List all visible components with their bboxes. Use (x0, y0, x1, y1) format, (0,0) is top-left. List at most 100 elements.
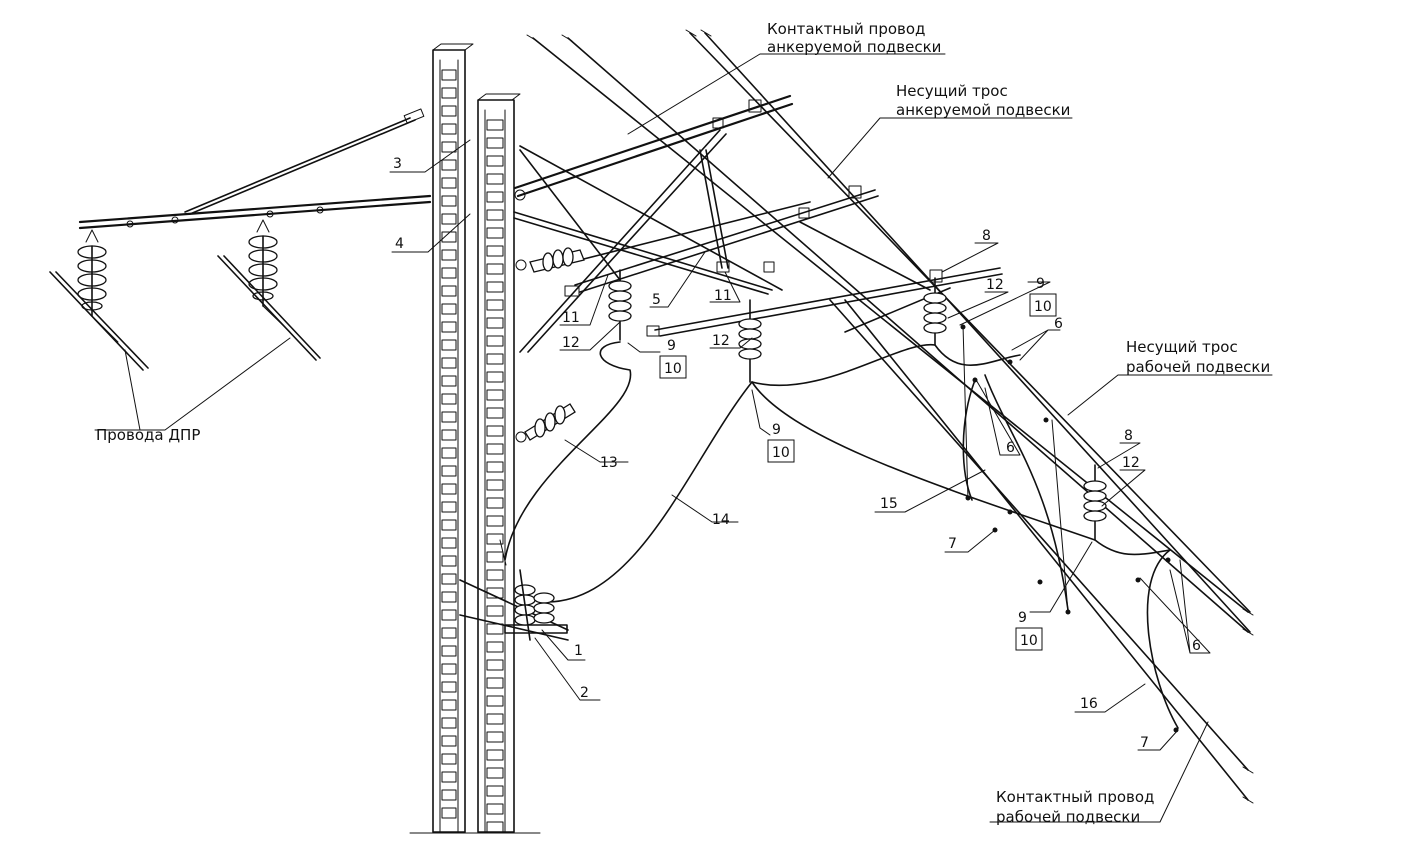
pole-lattice-cell (441, 87, 457, 99)
label-dpr-wires: Провода ДПР (96, 426, 200, 444)
callout-1: 1 (574, 643, 583, 659)
callout-3: 3 (393, 156, 402, 172)
pole-lattice-cell (441, 591, 457, 603)
pole-lattice-cell (441, 717, 457, 729)
messenger-working-line (829, 299, 1249, 771)
dpr-wires (49, 255, 321, 371)
wire-end-ticks (526, 29, 1254, 804)
pole-lattice-cell (441, 771, 457, 783)
callout-11: 11 (562, 310, 580, 326)
pole-lattice-cell (486, 335, 504, 347)
pole-lattice-cell (441, 231, 457, 243)
callout-15: 15 (880, 496, 898, 512)
contact-wire-anchored-line (532, 37, 1249, 613)
pole-lattice-cell (441, 735, 457, 747)
callout-boxes-10 (659, 293, 1057, 651)
pole-lattice-cell (441, 483, 457, 495)
pole-lattice-cell (486, 155, 504, 167)
messenger-anchored-line-2 (704, 32, 1251, 633)
suspension-insulator-3 (923, 277, 947, 346)
pole-lattice-cell (441, 141, 457, 153)
jumper-loops (504, 341, 1179, 729)
label-messenger-anchored-line2: анкеруемой подвески (896, 101, 1070, 119)
suspension-insulator-4 (1083, 464, 1107, 541)
callout-12: 12 (986, 277, 1004, 293)
pole-lattice-cell (441, 501, 457, 513)
leader-lines (94, 53, 1273, 823)
pole-lattice-cell (441, 573, 457, 585)
pole-lattice-cell (486, 227, 504, 239)
cantilever-clamps (514, 99, 943, 443)
callout-10: 10 (1034, 299, 1052, 315)
pole-lattice-cell (486, 623, 504, 635)
pole-lattice-cell (486, 461, 504, 473)
callout-10: 10 (664, 361, 682, 377)
callout-16: 16 (1080, 696, 1098, 712)
callout-4: 4 (395, 236, 404, 252)
pole-lattice-cell (441, 303, 457, 315)
pole-lattice-cell (441, 375, 457, 387)
pole-lattice-cell (486, 173, 504, 185)
pole-lattice-cell (486, 371, 504, 383)
pole-lattice-cell (441, 123, 457, 135)
pole-lattice-cell (441, 105, 457, 117)
pole-lattice-cell (441, 645, 457, 657)
callout-11: 11 (714, 288, 732, 304)
label-messenger-working-line2: рабочей подвески (1126, 358, 1270, 376)
pole-lattice-cell (486, 767, 504, 779)
pole-lattice-cell (486, 137, 504, 149)
disconnector-assembly (459, 539, 569, 641)
pole-lattice-cell (441, 681, 457, 693)
callout-10: 10 (1020, 633, 1038, 649)
pole-lattice-cell (441, 447, 457, 459)
pole-lattice-cell (441, 177, 457, 189)
callout-12: 12 (1122, 455, 1140, 471)
pole-lattice-cell (486, 317, 504, 329)
pole-lattice-cell (486, 263, 504, 275)
contact-wire-anchored-line-2 (567, 37, 1249, 633)
callout-9: 9 (1036, 276, 1045, 292)
callout-6: 6 (1192, 638, 1201, 654)
pole-lattice-cell (486, 515, 504, 527)
pole-lattice-cell (441, 555, 457, 567)
pole-lattice-cell (486, 785, 504, 797)
pole-lattice-cell (441, 699, 457, 711)
pole-lattice-cell (441, 267, 457, 279)
pole-lattice-cell (441, 285, 457, 297)
pole-lattice-cell (486, 677, 504, 689)
pole-lattice-cell (486, 803, 504, 815)
pole-lattice-cell (441, 357, 457, 369)
pole-lattice-cell (486, 695, 504, 707)
pole-lattice-cell (441, 339, 457, 351)
callout-9: 9 (772, 422, 781, 438)
callout-2: 2 (580, 685, 589, 701)
strain-insulator-lower (524, 403, 576, 441)
pole-lattice-cell (486, 551, 504, 563)
pole-lattice-cell (441, 609, 457, 621)
label-contact-wire-anchored-line1: Контактный провод (767, 20, 925, 38)
callout-13: 13 (600, 455, 618, 471)
pole-lattice-cell (441, 807, 457, 819)
pole-lattice-cell (486, 425, 504, 437)
callout-5: 5 (652, 292, 661, 308)
pole-lattice-cell (441, 213, 457, 225)
pole-lattice-cell (441, 789, 457, 801)
pole-lattice-cell (486, 119, 504, 131)
callout-8: 8 (982, 228, 991, 244)
pole-lattice-cell (486, 353, 504, 365)
pole-lattice-cell (441, 69, 457, 81)
dpr-insulator-right (248, 219, 278, 307)
overhead-wires (526, 29, 1254, 804)
pole-lattice-cell (441, 393, 457, 405)
pole-lattice-cell (441, 627, 457, 639)
contact-wire-working-line (844, 299, 1249, 801)
pole-lattice-cell (441, 537, 457, 549)
label-contact-wire-anchored-line2: анкеруемой подвески (767, 38, 941, 56)
text-labels: Контактный провод анкеруемой подвески Не… (96, 20, 1270, 826)
pole-lattice-cell (486, 605, 504, 617)
callout-12: 12 (562, 335, 580, 351)
dpr-cantilever (78, 108, 432, 230)
pole-lattice-cell (486, 749, 504, 761)
callout-7: 7 (1140, 735, 1149, 751)
